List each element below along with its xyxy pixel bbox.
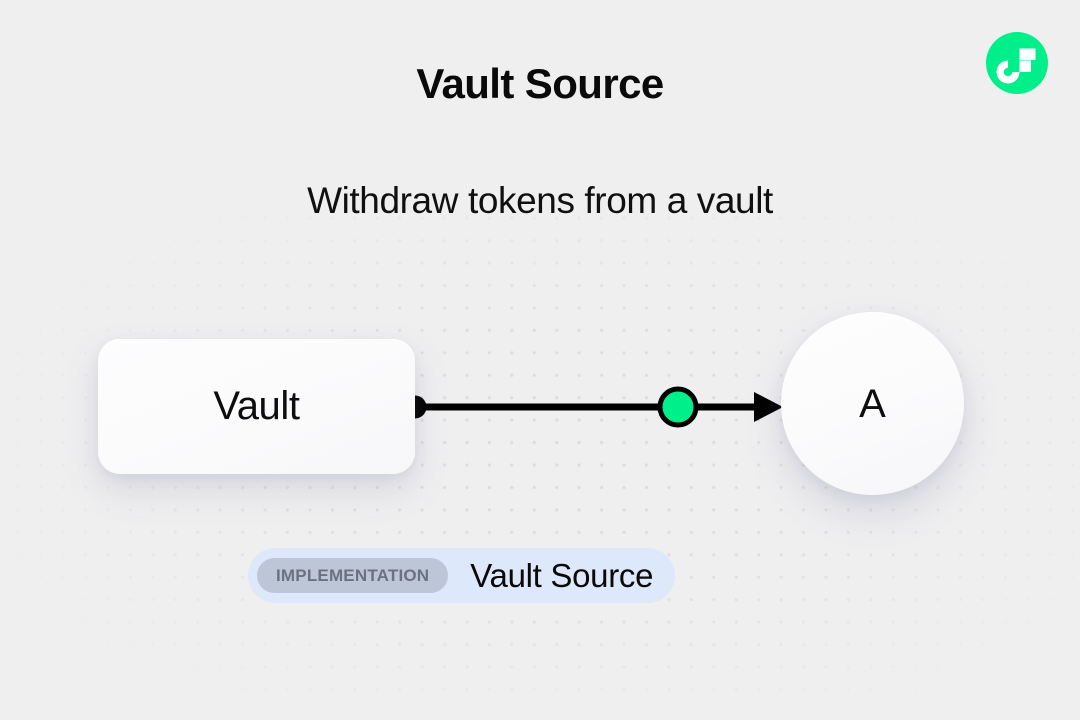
node-vault[interactable]: Vault bbox=[98, 339, 415, 474]
page-title: Vault Source bbox=[416, 60, 664, 107]
implementation-badge[interactable]: IMPLEMENTATION Vault Source bbox=[248, 548, 676, 603]
flow-logo-icon bbox=[986, 32, 1048, 94]
edge-midpoint-dot bbox=[657, 386, 699, 428]
implementation-name-label: Vault Source bbox=[470, 556, 654, 594]
implementation-tag-label: IMPLEMENTATION bbox=[257, 558, 449, 593]
page-subtitle: Withdraw tokens from a vault bbox=[307, 180, 773, 221]
node-vault-label: Vault bbox=[213, 384, 300, 428]
node-a-label: A bbox=[859, 381, 886, 426]
node-a[interactable]: A bbox=[781, 312, 964, 495]
